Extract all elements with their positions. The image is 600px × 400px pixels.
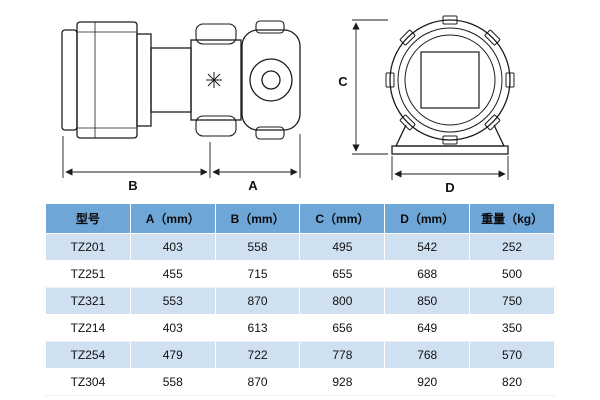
bearing-neck xyxy=(150,47,192,113)
top-cover xyxy=(195,23,237,45)
cell-weight: 750 xyxy=(469,287,555,315)
col-header-c: C（mm） xyxy=(299,203,386,234)
mounting-tab xyxy=(399,114,416,131)
cell-model: TZ254 xyxy=(45,341,131,369)
side-view xyxy=(61,20,301,140)
cell-a: 403 xyxy=(129,233,216,261)
cell-b: 870 xyxy=(214,287,301,315)
weight-housing-hub xyxy=(261,70,281,90)
front-view xyxy=(385,15,515,155)
motor-end-cap xyxy=(61,29,78,131)
cell-weight: 570 xyxy=(469,341,555,369)
cell-c: 655 xyxy=(299,260,386,288)
cell-c: 656 xyxy=(299,314,386,342)
table-row: TZ201 403 558 495 542 252 xyxy=(45,233,555,261)
table-row: TZ251 455 715 655 688 500 xyxy=(45,260,555,288)
mounting-tab xyxy=(442,135,458,145)
middle-ring xyxy=(397,27,503,133)
cell-c: 495 xyxy=(299,233,386,261)
col-header-d: D（mm） xyxy=(384,203,471,234)
inner-ring xyxy=(404,34,496,126)
cell-c: 800 xyxy=(299,287,386,315)
cell-b: 870 xyxy=(214,368,301,396)
cell-weight: 820 xyxy=(469,368,555,396)
cell-d: 920 xyxy=(384,368,471,396)
cell-b: 558 xyxy=(214,233,301,261)
mid-flange xyxy=(136,33,152,127)
mounting-tab xyxy=(484,114,501,131)
col-header-b: B（mm） xyxy=(214,203,301,234)
cell-model: TZ201 xyxy=(45,233,131,261)
cell-d: 649 xyxy=(384,314,471,342)
front-view-dimensions xyxy=(352,19,509,180)
mounting-tab xyxy=(484,29,501,46)
cell-d: 542 xyxy=(384,233,471,261)
cell-c: 928 xyxy=(299,368,386,396)
table-header-row: 型号 A（mm） B（mm） C（mm） D（mm） 重量（kg） xyxy=(45,203,555,234)
cell-b: 722 xyxy=(214,341,301,369)
mounting-tab xyxy=(399,29,416,46)
core-square xyxy=(420,51,480,109)
spec-table: 型号 A（mm） B（mm） C（mm） D（mm） 重量（kg） TZ201 … xyxy=(45,203,555,396)
cell-weight: 500 xyxy=(469,260,555,288)
shaft-center-mark xyxy=(206,72,222,88)
dimension-label-d: D xyxy=(445,180,454,195)
cell-model: TZ214 xyxy=(45,314,131,342)
motor-body xyxy=(76,21,138,139)
mounting-tab xyxy=(442,15,458,25)
col-header-model: 型号 xyxy=(45,203,131,234)
cell-model: TZ321 xyxy=(45,287,131,315)
mounting-tab xyxy=(385,72,395,88)
col-header-weight: 重量（kg） xyxy=(469,203,555,234)
base-plate xyxy=(391,145,509,155)
dimension-label-c: C xyxy=(338,74,348,89)
weight-housing-ear-bottom xyxy=(255,126,285,140)
cell-weight: 252 xyxy=(469,233,555,261)
cell-model: TZ251 xyxy=(45,260,131,288)
cell-a: 479 xyxy=(129,341,216,369)
dimension-label-b: B xyxy=(128,178,137,193)
weight-housing-bore xyxy=(249,58,293,102)
cell-model: TZ304 xyxy=(45,368,131,396)
dimension-label-a: A xyxy=(248,178,258,193)
cell-a: 403 xyxy=(129,314,216,342)
cell-b: 613 xyxy=(214,314,301,342)
weight-housing-ear-top xyxy=(255,20,285,34)
cell-d: 850 xyxy=(384,287,471,315)
cell-a: 553 xyxy=(129,287,216,315)
outer-ring xyxy=(389,19,511,141)
bearing-housing xyxy=(190,39,242,121)
side-view-dimensions xyxy=(62,134,301,178)
mounting-tabs xyxy=(385,15,515,145)
cell-weight: 350 xyxy=(469,314,555,342)
cell-c: 778 xyxy=(299,341,386,369)
technical-drawing: B A C D xyxy=(61,15,515,195)
bottom-cover xyxy=(195,115,237,137)
weight-housing xyxy=(241,29,301,131)
table-row: TZ254 479 722 778 768 570 xyxy=(45,341,555,369)
cell-b: 715 xyxy=(214,260,301,288)
col-header-a: A（mm） xyxy=(129,203,216,234)
table-row: TZ304 558 870 928 920 820 xyxy=(45,368,555,396)
cell-a: 455 xyxy=(129,260,216,288)
cell-d: 768 xyxy=(384,341,471,369)
table-row: TZ214 403 613 656 649 350 xyxy=(45,314,555,342)
mounting-tab xyxy=(505,72,515,88)
table-row: TZ321 553 870 800 850 750 xyxy=(45,287,555,315)
cell-d: 688 xyxy=(384,260,471,288)
cell-a: 558 xyxy=(129,368,216,396)
